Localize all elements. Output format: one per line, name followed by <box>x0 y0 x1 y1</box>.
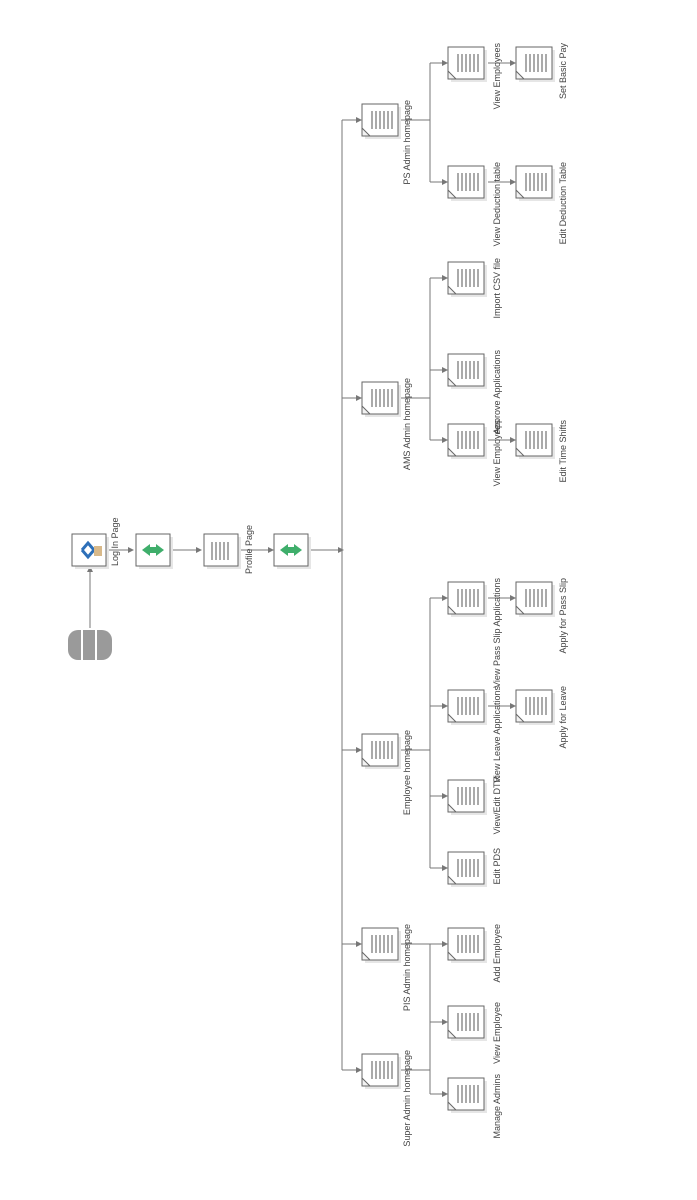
homepage-1 <box>361 927 401 963</box>
subpage-2-2-label: Apply for Leave <box>558 686 568 749</box>
homepage-3-label: AMS Admin homepage <box>402 378 412 470</box>
page-2-0-label: Edit PDS <box>492 848 502 885</box>
page-0-0 <box>447 1077 487 1113</box>
page-2-3-label: View Pass Slip Applications <box>492 578 502 688</box>
subpage-2-3-label: Apply for Pass Slip <box>558 578 568 654</box>
profile-label: Profile Page <box>244 525 254 574</box>
login-page-icon <box>71 533 109 569</box>
page-3-0-label: View Employees <box>492 420 502 487</box>
page-4-0-label: View Deduction table <box>492 162 502 246</box>
page-0-1 <box>447 1005 487 1041</box>
homepage-4-label: PS Admin homepage <box>402 100 412 185</box>
homepage-4 <box>361 103 401 139</box>
page-2-3 <box>447 581 487 617</box>
page-0-1-label: View Employee <box>492 1002 502 1064</box>
homepage-3 <box>361 381 401 417</box>
subpage-2-2 <box>515 689 555 725</box>
database-icon <box>68 630 112 660</box>
page-1-0 <box>447 927 487 963</box>
subpage-2-3 <box>515 581 555 617</box>
subpage-4-1-label: Set Basic Pay <box>558 43 568 100</box>
page-3-1-label: Approve Applications <box>492 350 502 435</box>
subpage-4-1 <box>515 46 555 82</box>
page-0-0-label: Manage Admins <box>492 1074 502 1139</box>
page-3-2-label: Import CSV file <box>492 258 502 319</box>
homepage-1-label: PIS Admin homepage <box>402 924 412 1011</box>
subpage-3-0-label: Edit Time Shifts <box>558 420 568 483</box>
subpage-4-0 <box>515 165 555 201</box>
page-2-1-label: View/Edit DTR <box>492 776 502 835</box>
page-2-1 <box>447 779 487 815</box>
page-3-2 <box>447 261 487 297</box>
transfer-arrows-icon <box>273 533 311 569</box>
page-4-0 <box>447 165 487 201</box>
subpage-4-0-label: Edit Deduction Table <box>558 162 568 244</box>
homepage-2 <box>361 733 401 769</box>
page-3-0 <box>447 423 487 459</box>
page-4-1-label: View Employees <box>492 43 502 110</box>
homepage-0-label: Super Admin homepage <box>402 1050 412 1147</box>
subpage-3-0 <box>515 423 555 459</box>
transfer-arrows-icon <box>135 533 173 569</box>
document-icon <box>203 533 241 569</box>
page-2-0 <box>447 851 487 887</box>
homepage-0 <box>361 1053 401 1089</box>
page-3-1 <box>447 353 487 389</box>
connectors <box>87 60 516 1097</box>
page-1-0-label: Add Employee <box>492 924 502 983</box>
login-label: Log In Page <box>110 517 120 566</box>
page-4-1 <box>447 46 487 82</box>
page-2-2-label: View Leave Applications <box>492 686 502 783</box>
homepage-2-label: Employee homepage <box>402 730 412 815</box>
page-2-2 <box>447 689 487 725</box>
page-nodes: Super Admin homepage Manage Admins View Em… <box>361 43 568 1147</box>
